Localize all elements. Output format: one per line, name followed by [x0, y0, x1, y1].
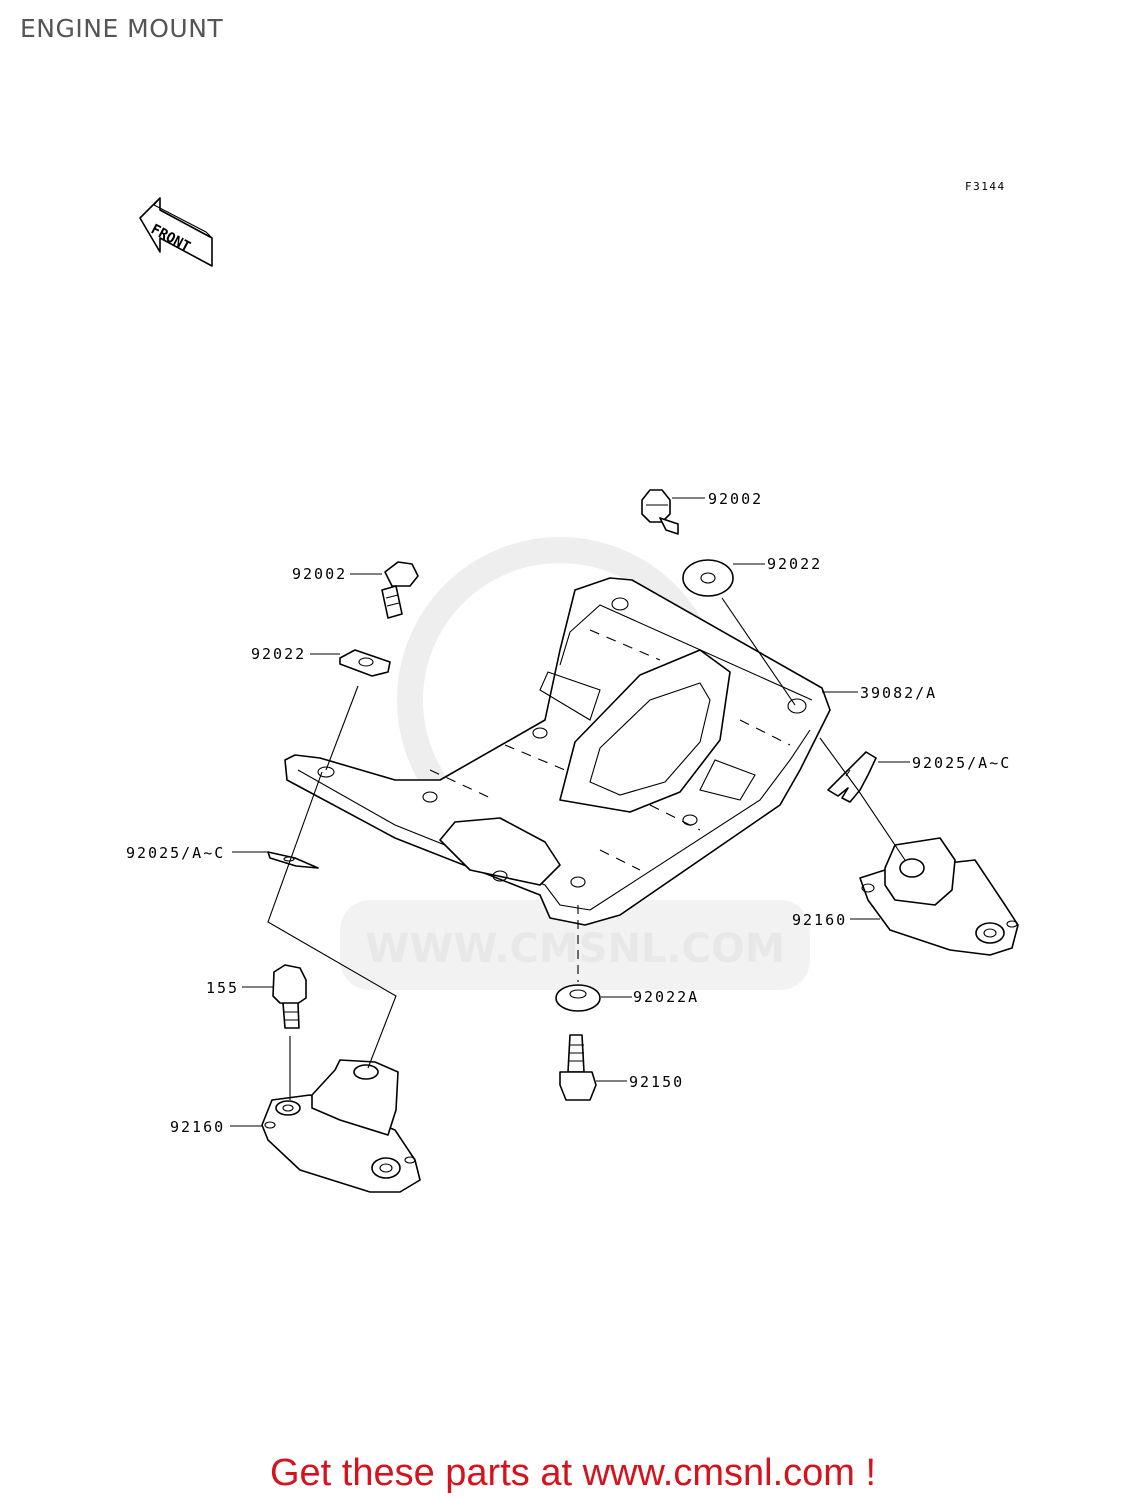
assembly-lines: [267, 597, 906, 1100]
callout-92025-right: 92025/A~C: [912, 754, 1011, 772]
bolt-top-right: [641, 489, 679, 535]
callouts: 92002 92022 92002 92022 39082/A 92025/A~…: [126, 490, 1011, 1136]
bolt-bottom: [559, 1034, 597, 1101]
front-label: FRONT: [148, 221, 193, 255]
callout-92160-left: 92160: [170, 1118, 225, 1136]
bolt-top-left: [381, 561, 419, 619]
bolt-left: [272, 964, 307, 1029]
callout-92002-top-right: 92002: [708, 490, 763, 508]
engine-mount-right: [859, 837, 1019, 956]
leader-lines: [230, 497, 910, 1127]
engine-bracket: [284, 577, 831, 926]
watermark-text: WWW.CMSNL.COM: [365, 926, 785, 972]
callout-155: 155: [206, 979, 239, 997]
washer-top-right: [682, 559, 734, 597]
callout-92025-left: 92025/A~C: [126, 844, 225, 862]
washer-left: [339, 649, 391, 677]
callout-92022a: 92022A: [633, 988, 699, 1006]
engine-mount-left: [261, 1059, 421, 1193]
callout-92022-left: 92022: [251, 645, 306, 663]
page-title: ENGINE MOUNT: [20, 14, 224, 43]
callout-92150: 92150: [629, 1073, 684, 1091]
front-arrow-icon: FRONT: [139, 197, 213, 267]
footer-link[interactable]: Get these parts at www.cmsnl.com !: [269, 1452, 877, 1494]
washer-bottom: [555, 984, 601, 1012]
callout-92160-right: 92160: [792, 911, 847, 929]
callout-92002-top-left: 92002: [292, 565, 347, 583]
clip-left: [267, 851, 319, 869]
figure-code: F3144: [965, 180, 1006, 193]
callout-92022-top-right: 92022: [767, 555, 822, 573]
callout-39082-a: 39082/A: [860, 684, 937, 702]
